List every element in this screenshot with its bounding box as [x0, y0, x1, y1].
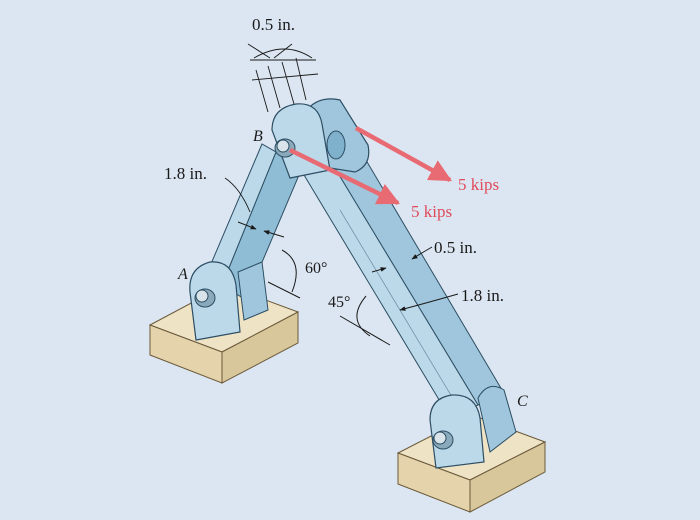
pin-icon-a [194, 288, 216, 308]
clevis-b [271, 98, 370, 179]
force-arrow-upper [354, 126, 452, 182]
force-arrow-lower [289, 147, 401, 206]
pin-icon-b [274, 138, 296, 158]
bc-width-label: 1.8 in. [461, 286, 504, 305]
load-lower-label: 5 kips [411, 202, 452, 221]
angle-45-label: 45° [328, 294, 350, 311]
bc-thickness-dimension [371, 246, 433, 273]
point-a-label: A [177, 266, 188, 283]
bc-width-dimension [399, 293, 459, 311]
ab-width-label: 1.8 in. [164, 164, 207, 183]
bc-thickness-label: 0.5 in. [434, 238, 477, 257]
point-c-label: C [517, 393, 528, 410]
angle-45-marker [339, 295, 391, 346]
angle-60-label: 60° [305, 260, 327, 277]
clevis-c [429, 385, 517, 469]
ab-width-dimension [224, 177, 285, 238]
top-thickness-label: 0.5 in. [252, 15, 295, 34]
top-thickness-dimension [247, 43, 319, 113]
load-upper-label: 5 kips [458, 175, 499, 194]
pin-icon-c [432, 430, 454, 450]
point-b-label: B [253, 128, 263, 145]
angle-60-marker [267, 249, 301, 299]
